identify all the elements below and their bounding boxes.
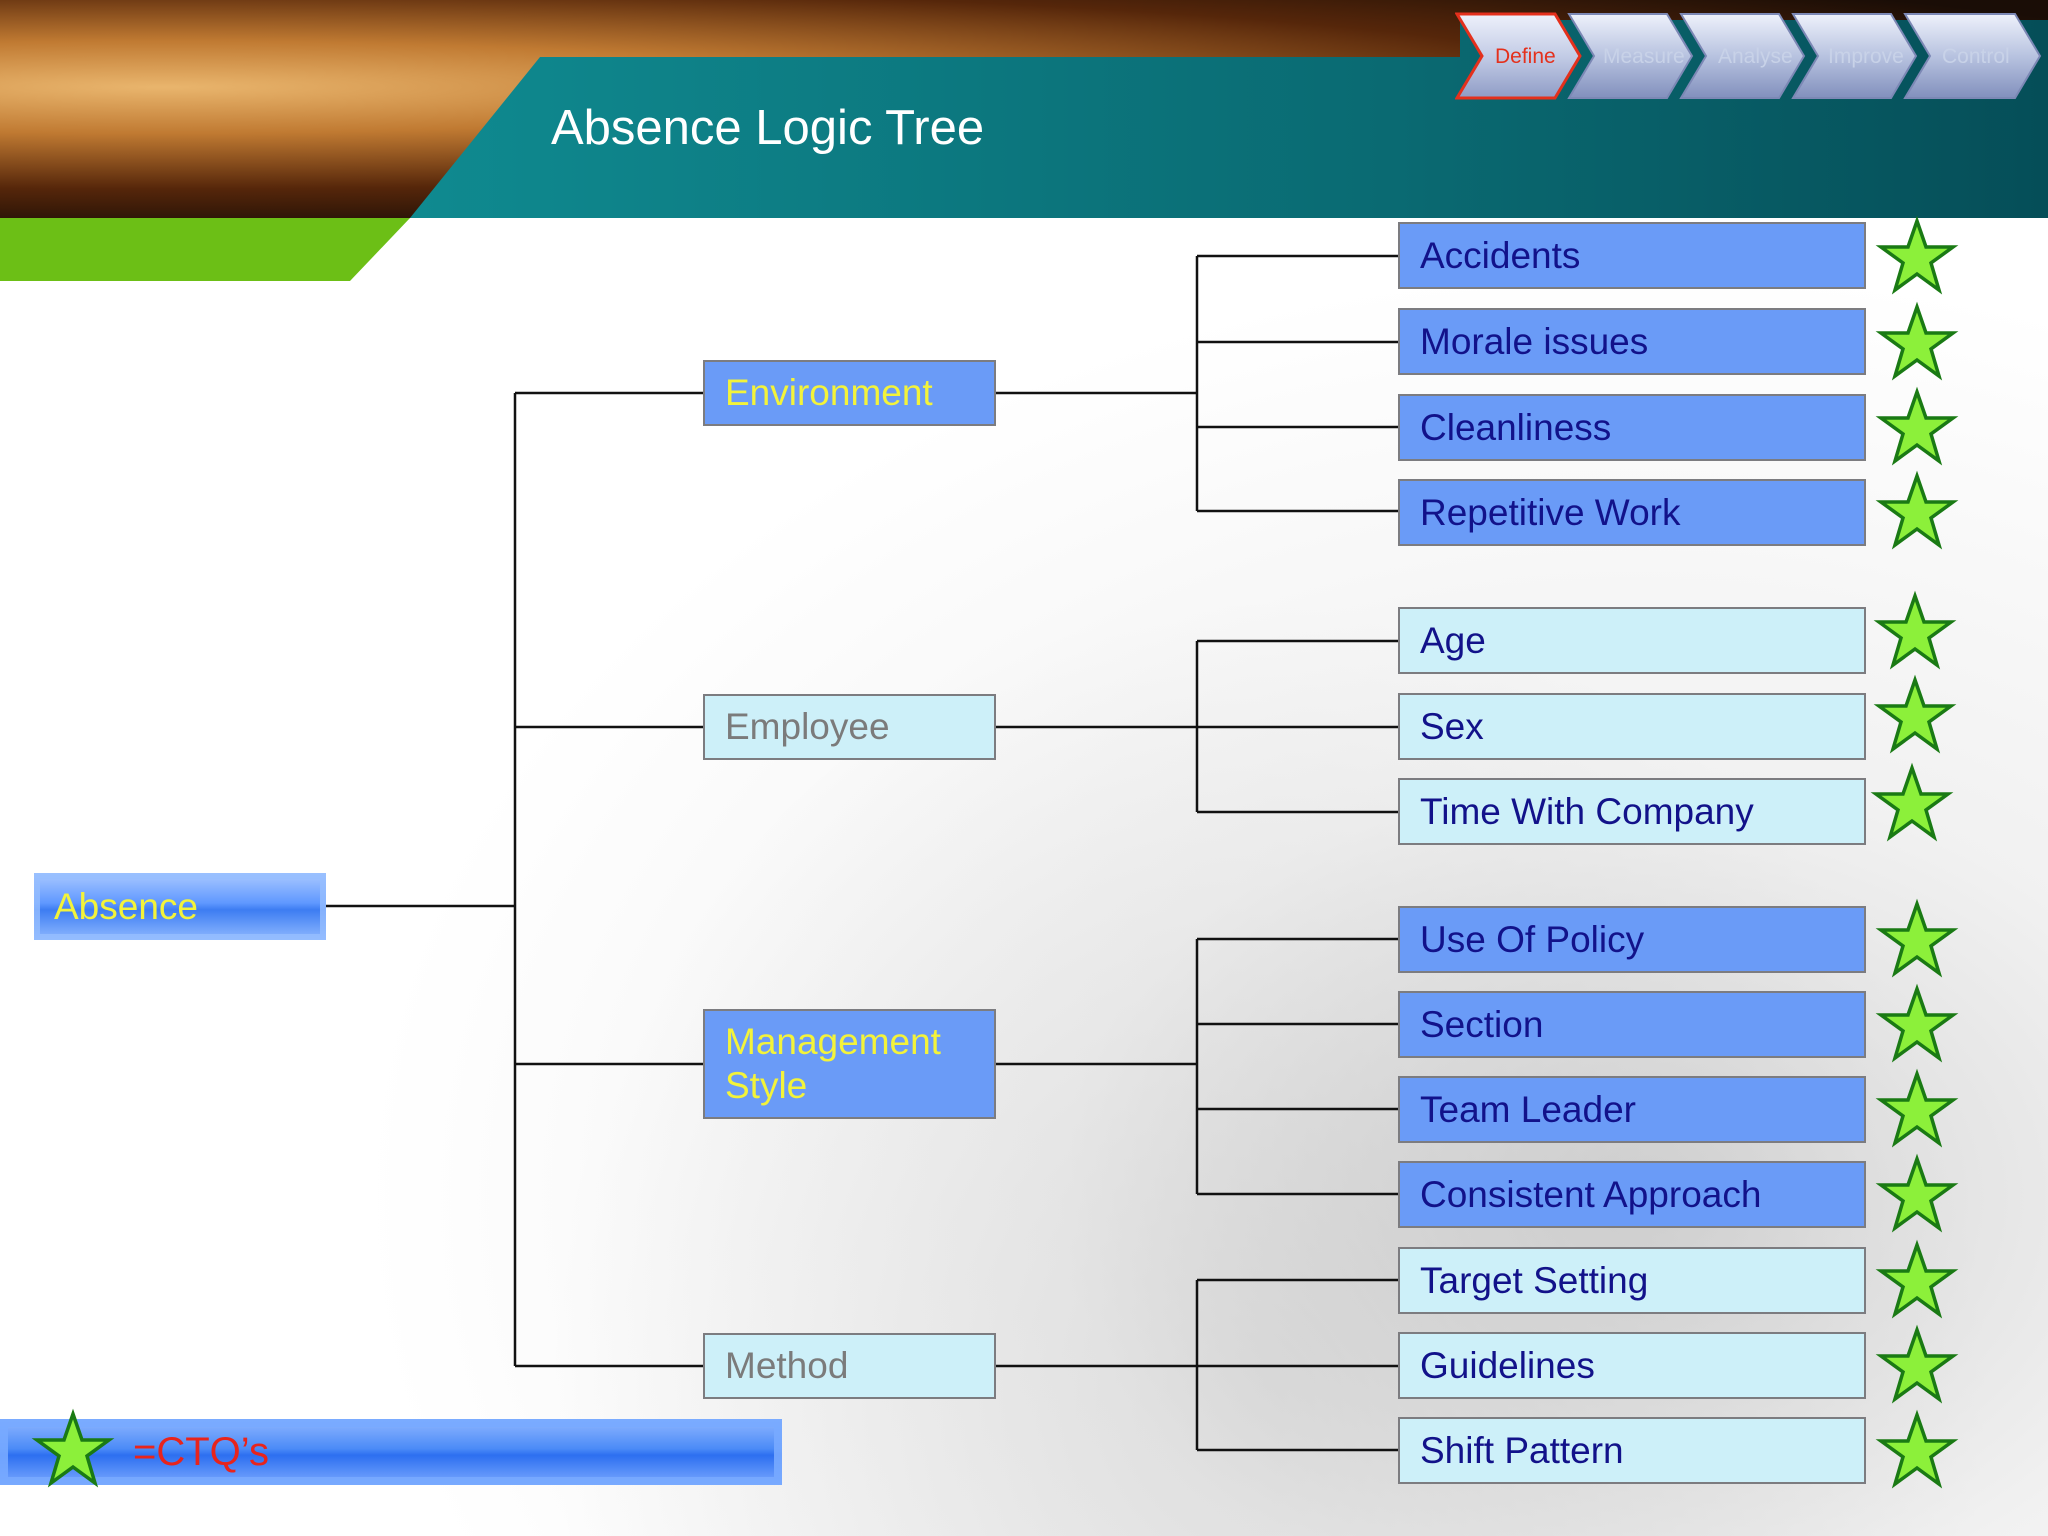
root-node-absence[interactable]: Absence — [34, 873, 326, 940]
phase-measure — [1567, 13, 1694, 99]
green-accent-bar — [0, 218, 410, 281]
leaf-accidents[interactable]: Accidents — [1398, 222, 1866, 289]
leaf-time-with-company[interactable]: Time With Company — [1398, 778, 1866, 845]
branch-employee[interactable]: Employee — [703, 694, 996, 760]
leaf-team-leader[interactable]: Team Leader — [1398, 1076, 1866, 1143]
phase-improve — [1791, 13, 1918, 99]
branch-method[interactable]: Method — [703, 1333, 996, 1399]
leaf-guidelines[interactable]: Guidelines — [1398, 1332, 1866, 1399]
leaf-morale-issues[interactable]: Morale issues — [1398, 308, 1866, 375]
phase-label-analyse[interactable]: Analyse — [1718, 45, 1793, 68]
slide-title: Absence Logic Tree — [551, 101, 985, 155]
branch-management-style[interactable]: Management Style — [703, 1009, 996, 1119]
branch-environment[interactable]: Environment — [703, 360, 996, 426]
phase-label-measure[interactable]: Measure — [1603, 45, 1685, 68]
leaf-target-setting[interactable]: Target Setting — [1398, 1247, 1866, 1314]
leaf-cleanliness[interactable]: Cleanliness — [1398, 394, 1866, 461]
phase-define — [1455, 12, 1582, 100]
legend-bar — [0, 1419, 782, 1485]
leaf-repetitive-work[interactable]: Repetitive Work — [1398, 479, 1866, 546]
leaf-age[interactable]: Age — [1398, 607, 1866, 674]
legend-text: =CTQ’s — [133, 1430, 269, 1474]
phase-analyse — [1679, 13, 1806, 99]
phase-control — [1903, 13, 2042, 99]
phase-label-control[interactable]: Control — [1942, 45, 2010, 68]
phase-nav — [1455, 12, 2042, 100]
leaf-use-of-policy[interactable]: Use Of Policy — [1398, 906, 1866, 973]
leaf-shift-pattern[interactable]: Shift Pattern — [1398, 1417, 1866, 1484]
leaf-sex[interactable]: Sex — [1398, 693, 1866, 760]
leaf-consistent-approach[interactable]: Consistent Approach — [1398, 1161, 1866, 1228]
leaf-section[interactable]: Section — [1398, 991, 1866, 1058]
phase-label-define[interactable]: Define — [1495, 45, 1556, 68]
phase-label-improve[interactable]: Improve — [1828, 45, 1904, 68]
